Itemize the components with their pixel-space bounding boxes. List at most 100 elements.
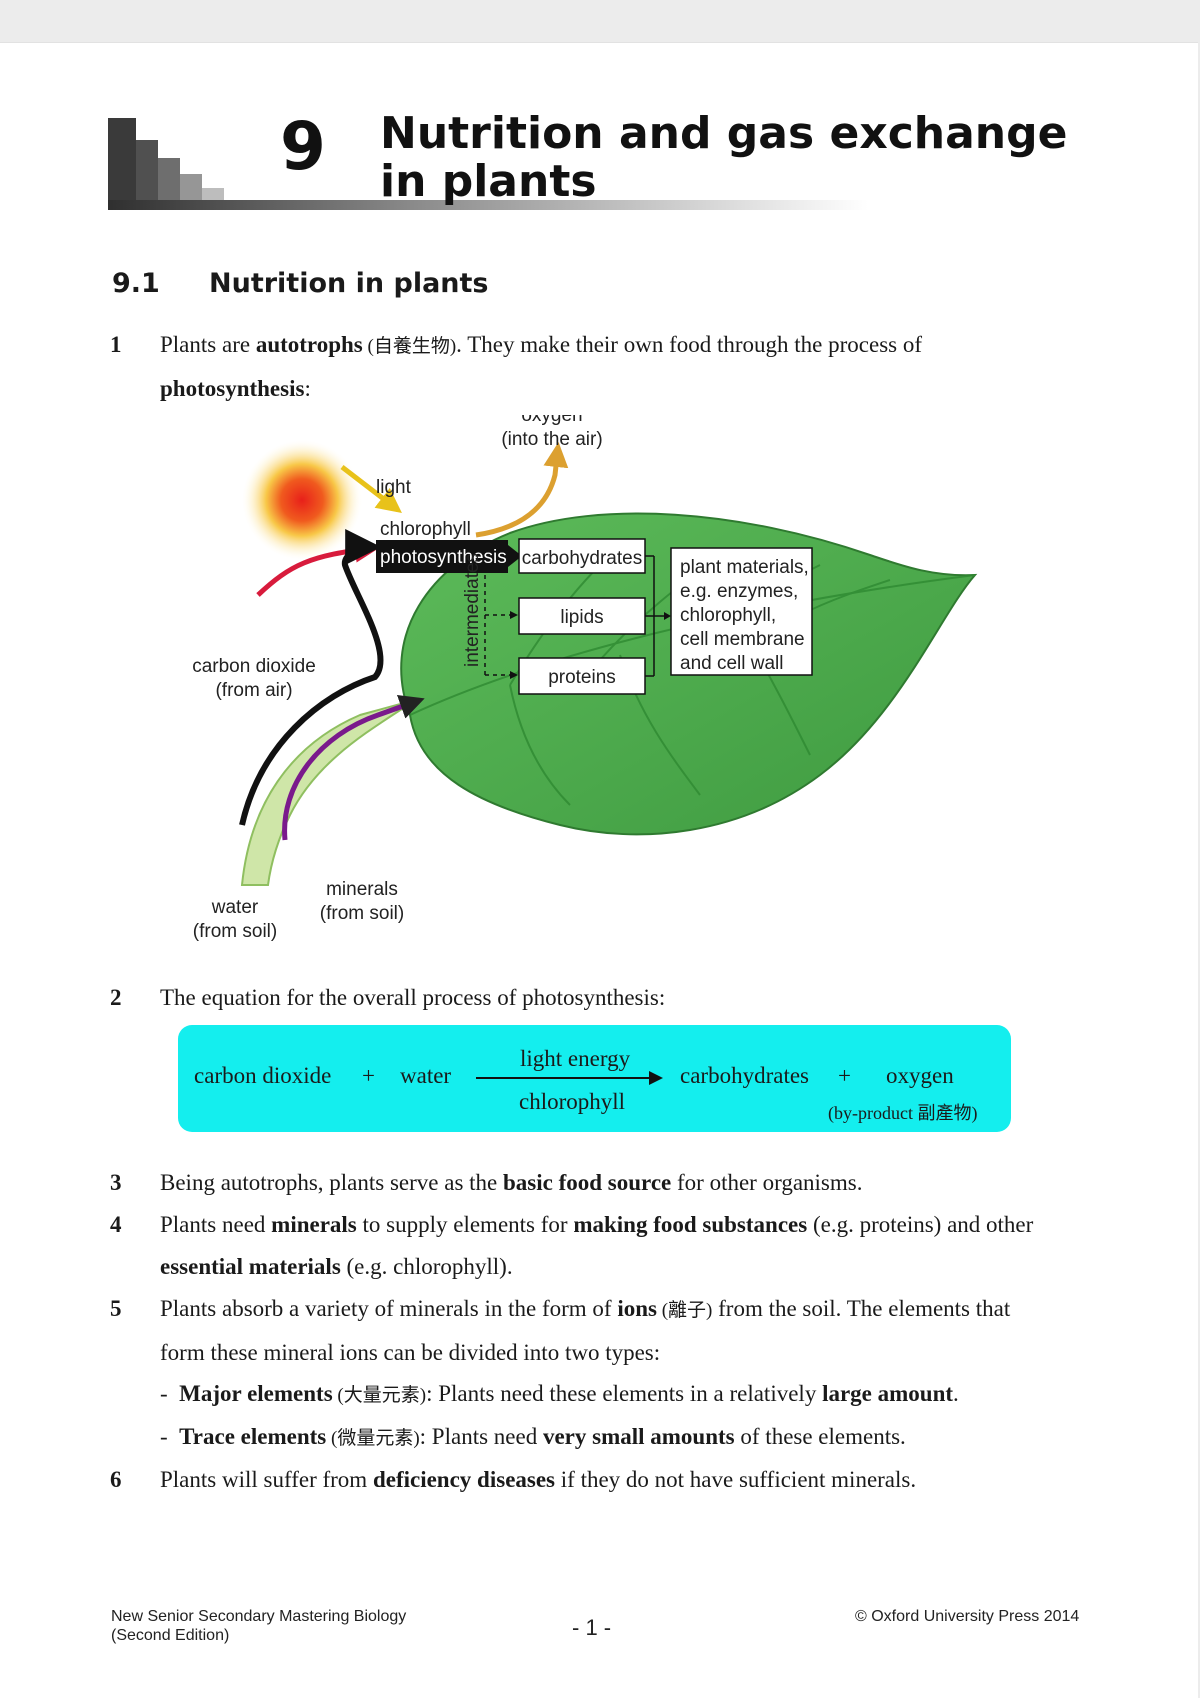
equation-box: carbon dioxide + water light energy chlo… [178,1025,1011,1132]
section-heading: 9.1 Nutrition in plants [112,268,489,299]
proteins-label: proteins [548,667,616,688]
water-arrow [239,529,384,826]
chapter-number: 9 [280,108,326,185]
page-number: - 1 - [572,1615,612,1640]
term-autotrophs: autotrophs [255,332,363,357]
chinese-term: (離子) [656,1300,713,1321]
chinese-term: (微量元素) [326,1428,420,1449]
footer-book-line-1: New Senior Secondary Mastering Biology [111,1608,407,1625]
chapter-title: Nutrition and gas exchange in plants [380,110,1067,206]
photosynthesis-label: photosynthesis [380,547,507,568]
sub-item-text: - Major elements (大量元素): Plants need the… [160,1373,1090,1417]
item-text: Plants are autotrophs (自養生物). They make … [160,324,1090,410]
item-number: 6 [110,1467,122,1492]
text-run: Being autotrophs, plants serve as the [160,1170,504,1195]
list-item-1: 1 Plants are autotrophs (自養生物). They mak… [110,324,1090,414]
carbohydrates-label: carbohydrates [522,548,642,569]
text-run: (e.g. proteins) and other [807,1212,1034,1237]
text-run: (e.g. chlorophyll). [340,1254,513,1279]
water-sub-label: (from soil) [193,921,277,942]
chapter-title-rule [108,200,868,210]
item-number: 5 [110,1296,122,1321]
term-very-small-amounts: very small amounts [542,1424,735,1449]
term-trace-elements: Trace elements [179,1424,327,1449]
text-run: . [953,1381,959,1406]
term-major-elements: Major elements [179,1381,333,1406]
equation-reactant-1: carbon dioxide [194,1063,332,1088]
light-label: light [376,477,412,498]
item-number: 2 [110,985,122,1010]
sub-item-major-elements: - Major elements (大量元素): Plants need the… [110,1373,1090,1417]
equation-condition-light: light energy [520,1046,631,1071]
term-basic-food-source: basic food source [503,1170,672,1195]
section-title: Nutrition in plants [209,268,489,299]
footer-book-title: New Senior Secondary Mastering Biology (… [111,1607,406,1645]
photosynthesis-box [376,540,508,573]
item-number: 1 [110,332,122,357]
term-minerals: minerals [271,1212,357,1237]
term-deficiency-diseases: deficiency diseases [372,1467,556,1492]
minerals-arrow [282,694,425,841]
text-run: Plants will suffer from [160,1467,373,1492]
plant-materials-line-3: chlorophyll, [680,605,776,626]
sub-item-text: - Trace elements (微量元素): Plants need ver… [160,1416,1090,1460]
lipids-label: lipids [560,607,603,628]
document-page [0,42,1198,1698]
item-number: 4 [110,1212,122,1237]
text-run: : Plants need [419,1424,543,1449]
sun-icon [242,440,362,560]
item-text: Plants absorb a variety of minerals in t… [160,1288,1090,1374]
photosynthesis-diagram: oxygen (into the air) light chlorophyll … [192,415,978,942]
item-text: Being autotrophs, plants serve as the ba… [160,1162,1090,1204]
text-run: to supply elements for [356,1212,574,1237]
water-label: water [211,897,259,918]
term-making-food-substances: making food substances [573,1212,808,1237]
chapter-title-line-1: Nutrition and gas exchange [380,108,1068,159]
intermediates-label: intermediates [462,553,483,667]
equation-reactant-2: water [400,1063,452,1088]
equation-plus-2: + [838,1063,851,1088]
text-run: from the soil. The elements that [712,1296,1011,1321]
term-large-amount: large amount [822,1381,954,1406]
list-item-2: 2 The equation for the overall process o… [110,977,1090,1021]
text-run: if they do not have sufficient minerals. [555,1467,917,1492]
term-ions: ions [617,1296,657,1321]
term-photosynthesis: photosynthesis [160,376,305,401]
list-item-5: 5 Plants absorb a variety of minerals in… [110,1288,1090,1374]
chinese-term: (自養生物) [362,336,457,357]
minerals-label: minerals [326,879,398,900]
reaction-arrow [476,1077,652,1079]
text-run: of these elements. [734,1424,906,1449]
equation-byproduct-note: (by-product 副產物) [828,1103,978,1123]
leaf-stalk [240,699,416,886]
minerals-sub-label: (from soil) [320,903,404,924]
plant-materials-line-1: plant materials, [680,557,809,578]
item-text: Plants need minerals to supply elements … [160,1204,1090,1288]
text-run: form these mineral ions can be divided i… [160,1340,661,1365]
item-text: Plants will suffer from deficiency disea… [160,1459,1090,1501]
list-item-3: 3 Being autotrophs, plants serve as the … [110,1162,1090,1206]
connector-lines [645,555,664,677]
equation-product-2: oxygen [886,1063,954,1088]
carbon-dioxide-label: carbon dioxide [192,656,316,677]
proteins-box [518,657,646,695]
text-run: . They make their own food through the p… [456,332,923,357]
text-run: Plants absorb a variety of minerals in t… [160,1296,618,1321]
oxygen-sub-label: (into the air) [501,429,602,450]
term-essential-materials: essential materials [160,1254,341,1279]
item-number: 3 [110,1170,122,1195]
footer-copyright: © Oxford University Press 2014 [855,1608,1080,1625]
equation-condition-chlorophyll: chlorophyll [519,1089,626,1114]
text-run: Plants need [160,1212,272,1237]
chapter-title-line-2: in plants [380,156,597,207]
plant-materials-box [670,547,813,676]
reaction-arrow-head [649,1071,663,1085]
footer-book-line-2: (Second Edition) [111,1627,230,1644]
text-run: for other organisms. [671,1170,863,1195]
section-number: 9.1 [112,268,160,299]
chlorophyll-label: chlorophyll [380,519,471,540]
carbon-dioxide-sub-label: (from air) [215,680,292,701]
sub-item-trace-elements: - Trace elements (微量元素): Plants need ver… [110,1416,1090,1460]
equation-plus-1: + [362,1063,375,1088]
light-arrow [340,465,402,514]
